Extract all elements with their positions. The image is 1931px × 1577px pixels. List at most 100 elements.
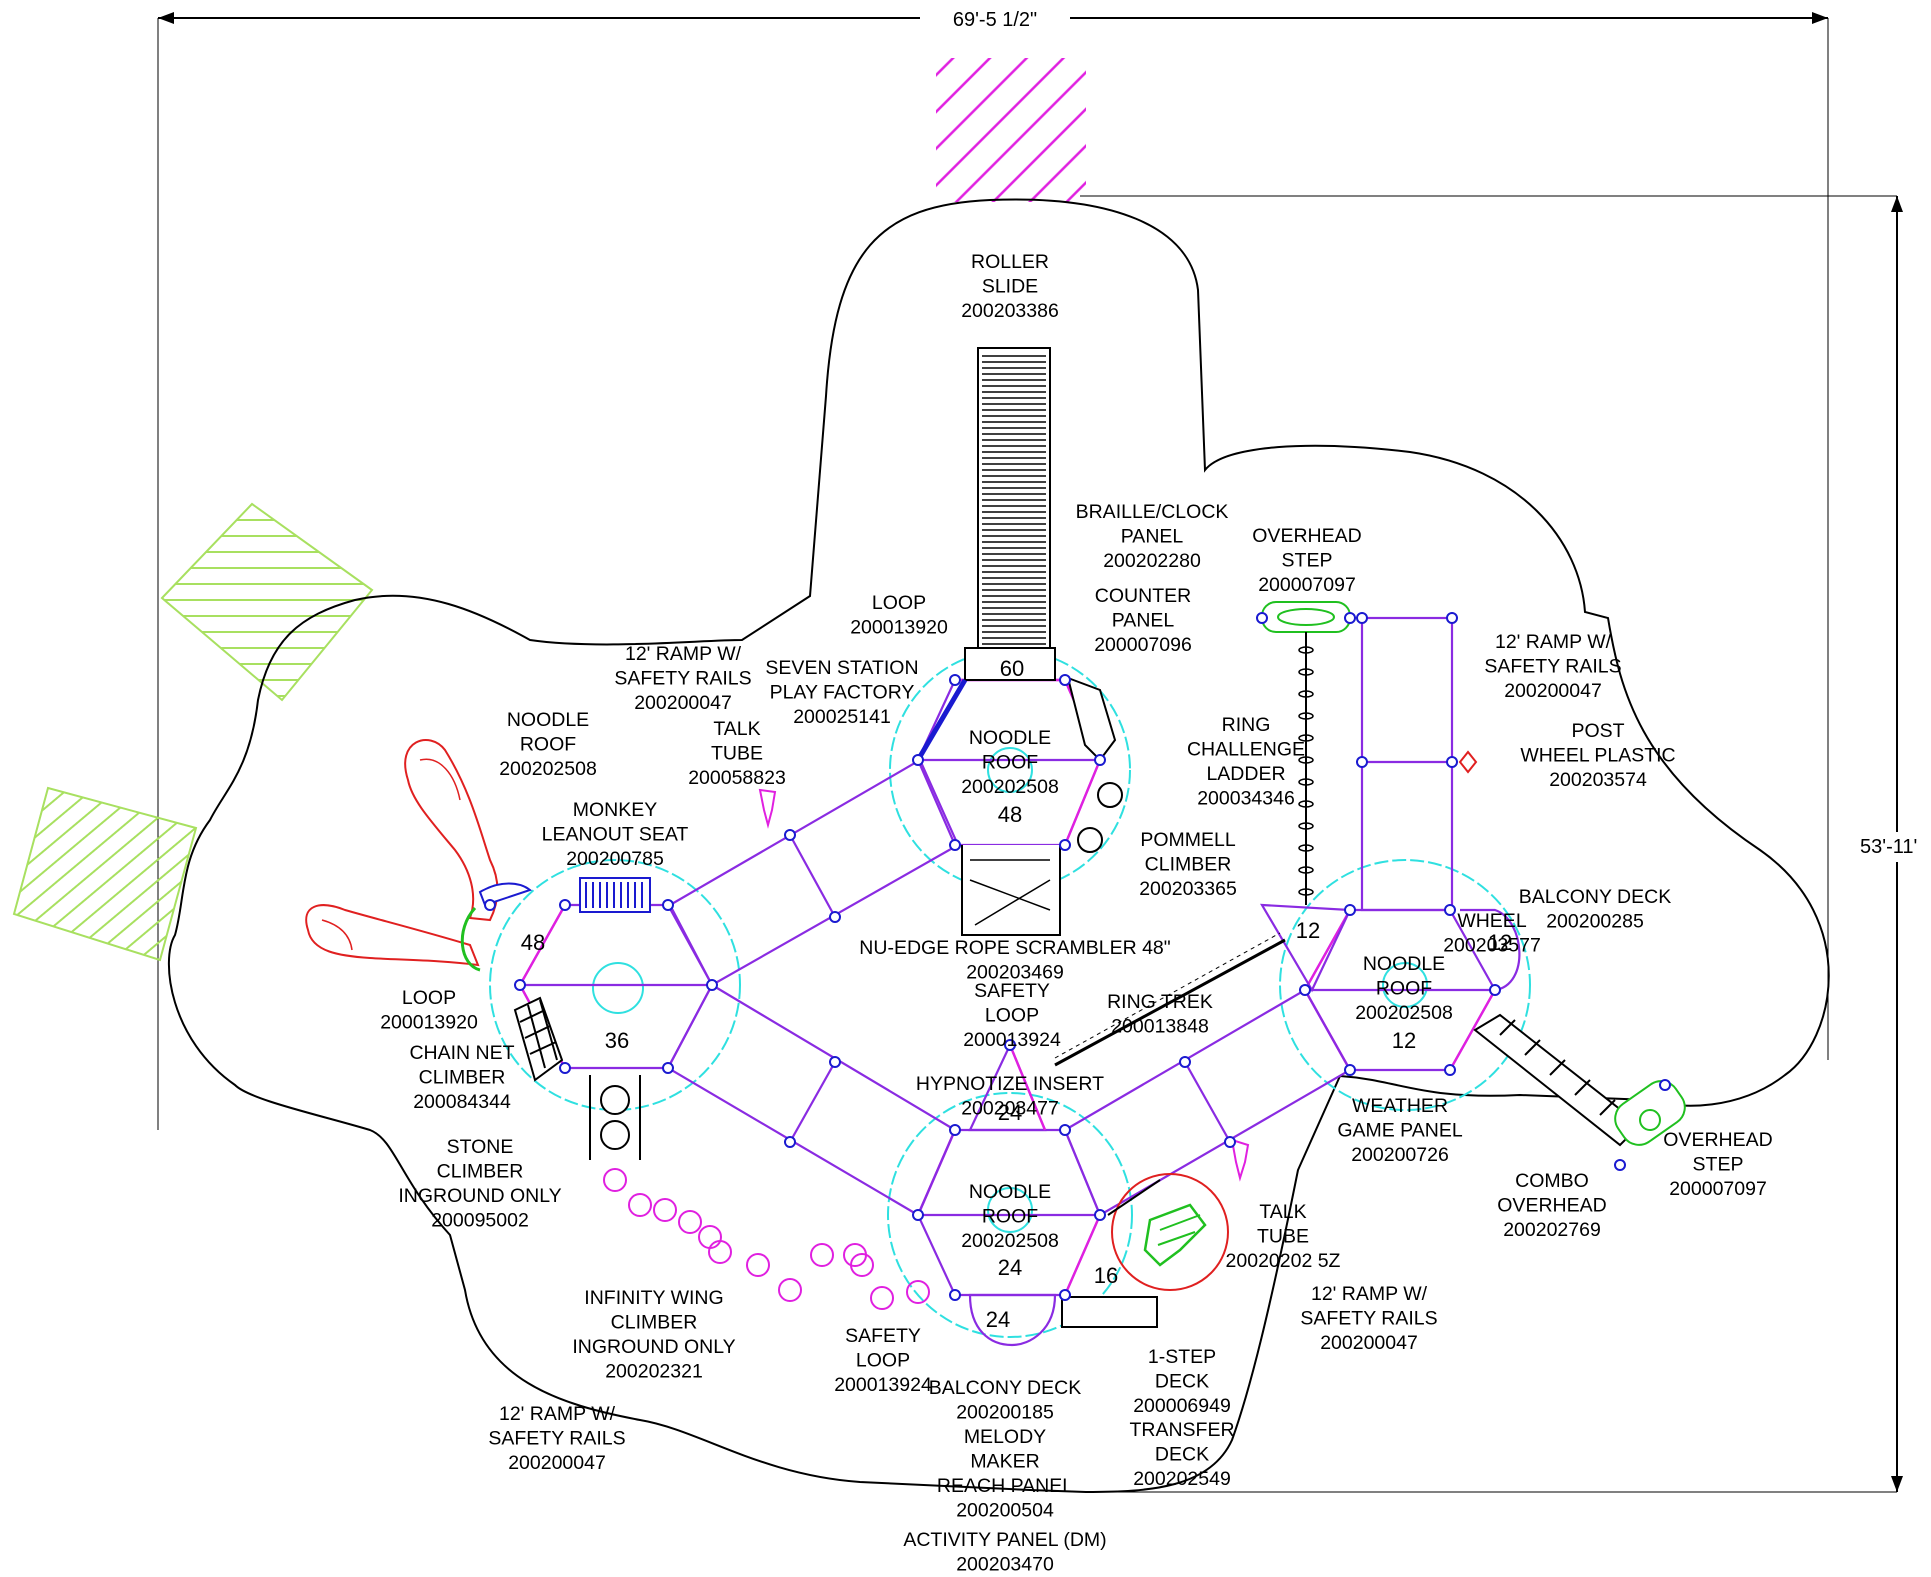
junction-marker <box>1059 1289 1071 1301</box>
deck-triangle-right <box>1260 903 1352 993</box>
junction-marker <box>1299 984 1311 996</box>
use-zone-hatch-left-top <box>160 502 374 702</box>
post-wheel <box>1458 750 1478 774</box>
junction-marker <box>1094 754 1106 766</box>
stone-climber-hold <box>678 1210 702 1234</box>
platform-heights: 60 48 48 36 24 24 24 16 12 12 12 <box>521 656 1512 1332</box>
braille-clock-panel <box>1066 676 1117 762</box>
ramp-right-vertical <box>1360 616 1454 912</box>
junction-marker <box>662 1062 674 1074</box>
curvy-slide-top <box>404 739 499 922</box>
stone-climber-hold <box>603 1168 627 1192</box>
stone-climber-hold <box>906 1280 930 1304</box>
monkey-leanout-seat <box>579 877 651 913</box>
height-24-balcony: 24 <box>986 1307 1010 1332</box>
height-24-triangle: 24 <box>998 1100 1022 1125</box>
height-48-left: 48 <box>521 930 545 955</box>
height-12-balcony: 12 <box>1488 930 1512 955</box>
junction-marker <box>949 839 961 851</box>
ring-challenge-ladder <box>1298 632 1314 905</box>
junction-marker <box>1344 904 1356 916</box>
pommell-column <box>589 1075 641 1160</box>
height-12-hex: 12 <box>1392 1028 1416 1053</box>
junction-marker <box>949 674 961 686</box>
junction-marker <box>912 754 924 766</box>
junction-marker <box>559 1062 571 1074</box>
height-60: 60 <box>1000 656 1024 681</box>
curvy-slide-left <box>305 904 480 967</box>
stone-climber-hold <box>810 1243 834 1267</box>
rope-scrambler <box>961 845 1061 936</box>
one-step-deck <box>1107 1179 1161 1216</box>
junction-marker <box>829 911 841 923</box>
height-16: 16 <box>1094 1263 1118 1288</box>
dimension-width: 69'-5 1/2" <box>157 5 1829 1130</box>
stone-climber-hold <box>698 1225 722 1249</box>
junction-marker <box>1224 1136 1236 1148</box>
height-24-hex: 24 <box>998 1255 1022 1280</box>
stone-climber-hold <box>628 1193 652 1217</box>
junction-marker <box>1444 904 1456 916</box>
stone-climber-hold <box>850 1253 874 1277</box>
junction-marker <box>1446 756 1458 768</box>
infinity-wing-circle <box>1111 1173 1229 1291</box>
junction-marker <box>1659 1079 1671 1091</box>
width-dimension-text: 69'-5 1/2" <box>953 9 1037 31</box>
label-activity-panel: ACTIVITY PANEL (DM)200203470 <box>903 1529 1106 1576</box>
junction-marker <box>784 829 796 841</box>
junction-marker <box>662 899 674 911</box>
junction-markers <box>484 612 1671 1301</box>
junction-marker <box>514 979 526 991</box>
junction-marker <box>706 979 718 991</box>
talk-tube-bottom <box>1230 1138 1250 1182</box>
stone-climber <box>603 1168 930 1310</box>
junction-marker <box>1179 1056 1191 1068</box>
stone-climber-hold <box>653 1198 677 1222</box>
junction-marker <box>1344 612 1356 624</box>
play-area-boundary <box>167 198 1830 1494</box>
ramp-bottom-left <box>666 983 957 1217</box>
deck-zone-bottom <box>887 1092 1133 1338</box>
ring-trek <box>1054 932 1286 1067</box>
combo-overhead-ladder <box>1473 1013 1642 1147</box>
junction-marker <box>1059 839 1071 851</box>
junction-marker <box>1004 1039 1016 1051</box>
height-36: 36 <box>605 1028 629 1053</box>
deck-zone-left <box>489 859 741 1111</box>
junction-marker <box>1444 1064 1456 1076</box>
junction-marker <box>559 899 571 911</box>
height-dimension-text: 53'-11' <box>1860 836 1917 858</box>
junction-marker <box>949 1289 961 1301</box>
junction-marker <box>784 1136 796 1148</box>
junction-marker <box>1489 984 1501 996</box>
balcony-deck-right <box>1460 908 1521 992</box>
junction-marker <box>1344 1064 1356 1076</box>
junction-marker <box>1094 1209 1106 1221</box>
chain-net-climber <box>513 996 564 1082</box>
junction-marker <box>1059 1124 1071 1136</box>
